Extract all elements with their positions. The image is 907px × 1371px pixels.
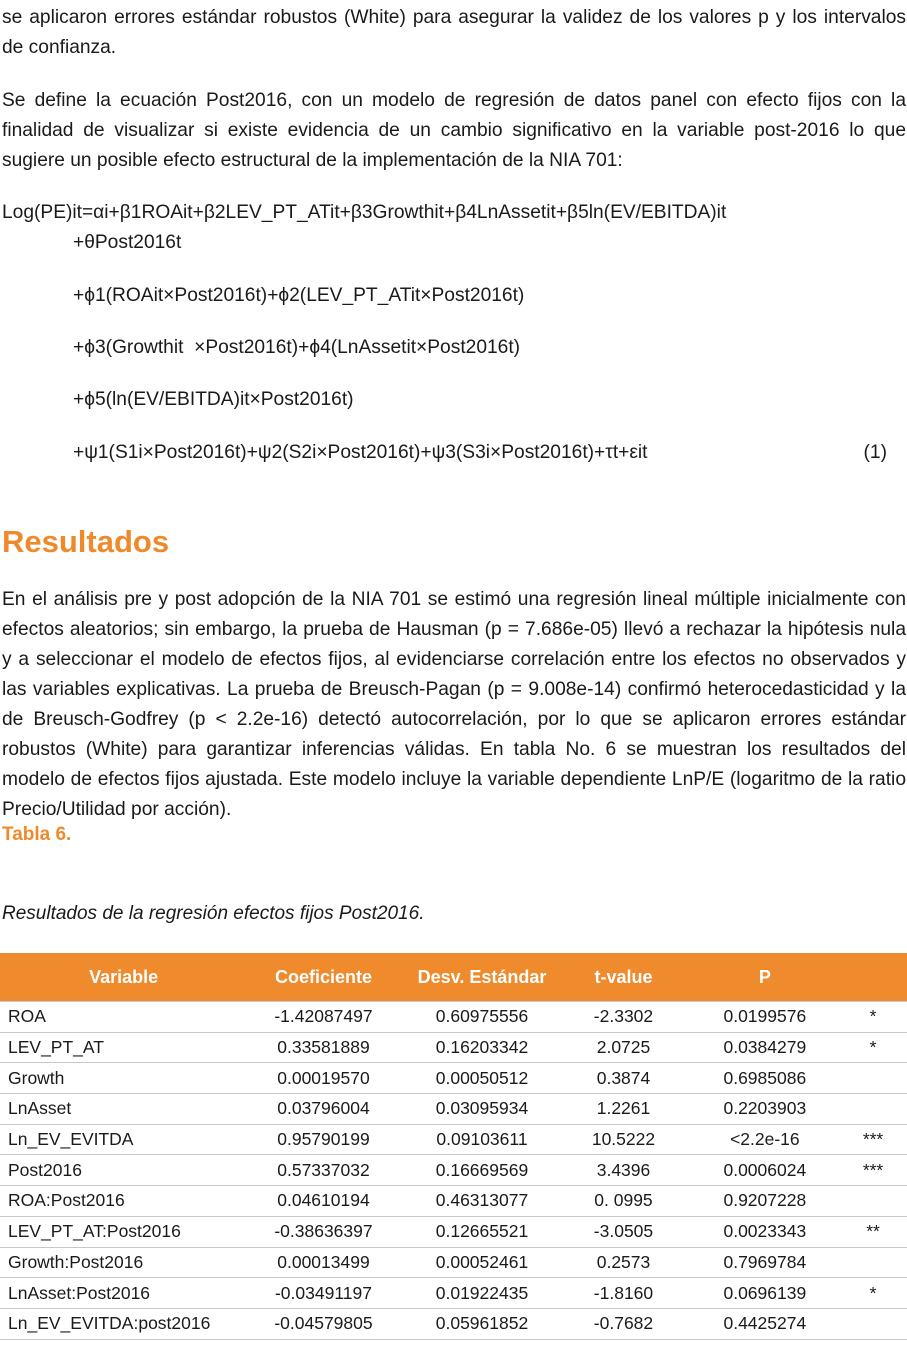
cell-variable: ROA:Post2016 [0, 1185, 240, 1217]
cell-std-error: 0.16203342 [407, 1032, 557, 1064]
equation-intro-paragraph: Se define la ecuación Post2016, con un m… [2, 90, 906, 171]
header-variable: Variable [0, 953, 240, 1002]
cell-coefficient: 0.57337032 [239, 1154, 408, 1187]
equation-line: +ψ1(S1i×Post2016t)+ψ2(S2i×Post2016t)+ψ3(… [73, 442, 648, 463]
intro-paragraph-tail: se aplicaron errores estándar robustos (… [2, 7, 906, 58]
cell-t-value: 0.2573 [556, 1247, 691, 1279]
cell-variable: LEV_PT_AT [0, 1032, 240, 1064]
table-row: ROA:Post2016 0.04610194 0.46313077 0. 09… [0, 1185, 907, 1217]
table-row: LEV_PT_AT 0.33581889 0.16203342 2.0725 0… [0, 1032, 907, 1064]
cell-p-value: 0.2203903 [690, 1093, 840, 1125]
cell-variable: Ln_EV_EVITDA:post2016 [0, 1308, 240, 1340]
equation-number: (1) [863, 442, 887, 463]
cell-p-value: 0.0006024 [690, 1154, 840, 1187]
cell-p-value: <2.2e-16 [690, 1124, 840, 1156]
results-paragraph: En el análisis pre y post adopción de la… [2, 589, 906, 820]
table-row: LnAsset:Post2016 -0.03491197 0.01922435 … [0, 1277, 907, 1309]
header-p: P [690, 953, 840, 1002]
cell-variable: Growth [0, 1062, 240, 1095]
cell-t-value: -2.3302 [556, 1001, 691, 1033]
header-desv-estandar: Desv. Estándar [407, 953, 557, 1002]
cell-std-error: 0.00050512 [407, 1062, 557, 1095]
table-row: Growth:Post2016 0.00013499 0.00052461 0.… [0, 1247, 907, 1279]
table-label: Tabla 6. [2, 824, 72, 845]
cell-t-value: 1.2261 [556, 1093, 691, 1125]
cell-std-error: 0.01922435 [407, 1277, 557, 1309]
cell-p-value: 0.7969784 [690, 1247, 840, 1279]
table-row: LEV_PT_AT:Post2016 -0.38636397 0.1266552… [0, 1216, 907, 1248]
cell-p-value: 0.0696139 [690, 1277, 840, 1309]
equation-line: +ϕ1(ROAit×Post2016t)+ϕ2(LEV_PT_ATit×Post… [73, 285, 525, 306]
table-row: Ln_EV_EVITDA:post2016 -0.04579805 0.0596… [0, 1308, 907, 1340]
cell-p-value: 0.0023343 [690, 1216, 840, 1248]
cell-std-error: 0.60975556 [407, 1001, 557, 1033]
cell-coefficient: -0.04579805 [239, 1308, 408, 1340]
equation-line: +θPost2016t [73, 232, 182, 253]
cell-variable: Growth:Post2016 [0, 1247, 240, 1279]
cell-significance [839, 1062, 907, 1095]
results-table: Variable Coeficiente Desv. Estándar t-va… [0, 953, 907, 1340]
cell-coefficient: -0.03491197 [239, 1277, 408, 1309]
cell-variable: Post2016 [0, 1154, 240, 1187]
table-header-row: Variable Coeficiente Desv. Estándar t-va… [0, 953, 907, 1002]
cell-std-error: 0.05961852 [407, 1308, 557, 1340]
cell-significance: * [839, 1001, 907, 1033]
cell-variable: LnAsset:Post2016 [0, 1277, 240, 1309]
cell-significance [839, 1185, 907, 1217]
equation-line: Log(PE)it=αi+β1ROAit+β2LEV_PT_ATit+β3Gro… [2, 202, 727, 223]
cell-coefficient: 0.00019570 [239, 1062, 408, 1095]
cell-t-value: 10.5222 [556, 1124, 691, 1156]
cell-p-value: 0.6985086 [690, 1062, 840, 1095]
table-row: ROA -1.42087497 0.60975556 -2.3302 0.019… [0, 1001, 907, 1033]
table-row: LnAsset 0.03796004 0.03095934 1.2261 0.2… [0, 1093, 907, 1125]
cell-t-value: 0.3874 [556, 1062, 691, 1095]
cell-variable: Ln_EV_EVITDA [0, 1124, 240, 1156]
cell-significance [839, 1247, 907, 1279]
cell-coefficient: 0.33581889 [239, 1032, 408, 1064]
cell-coefficient: 0.04610194 [239, 1185, 408, 1217]
cell-t-value: 0. 0995 [556, 1185, 691, 1217]
cell-significance: * [839, 1032, 907, 1064]
cell-t-value: -1.8160 [556, 1277, 691, 1309]
cell-t-value: -0.7682 [556, 1308, 691, 1340]
cell-p-value: 0.0384279 [690, 1032, 840, 1064]
header-t-value: t-value [556, 953, 691, 1002]
cell-p-value: 0.4425274 [690, 1308, 840, 1340]
cell-std-error: 0.12665521 [407, 1216, 557, 1248]
cell-p-value: 0.9207228 [690, 1185, 840, 1217]
equation-line: +ϕ3(Growthit ×Post2016t)+ϕ4(LnAssetit×Po… [73, 337, 521, 358]
cell-significance: *** [839, 1124, 907, 1156]
cell-significance: *** [839, 1154, 907, 1187]
cell-t-value: 3.4396 [556, 1154, 691, 1187]
cell-coefficient: 0.03796004 [239, 1093, 408, 1125]
cell-p-value: 0.0199576 [690, 1001, 840, 1033]
cell-variable: LEV_PT_AT:Post2016 [0, 1216, 240, 1248]
cell-std-error: 0.46313077 [407, 1185, 557, 1217]
cell-significance [839, 1093, 907, 1125]
header-significance [839, 953, 907, 1002]
cell-coefficient: -1.42087497 [239, 1001, 408, 1033]
cell-variable: ROA [0, 1001, 240, 1033]
header-coeficiente: Coeficiente [239, 953, 408, 1002]
table-row: Post2016 0.57337032 0.16669569 3.4396 0.… [0, 1154, 907, 1187]
table-caption: Resultados de la regresión efectos fijos… [2, 903, 425, 924]
cell-std-error: 0.09103611 [407, 1124, 557, 1156]
section-heading: Resultados [2, 524, 170, 559]
cell-std-error: 0.00052461 [407, 1247, 557, 1279]
cell-significance: * [839, 1277, 907, 1309]
cell-significance [839, 1308, 907, 1340]
cell-std-error: 0.16669569 [407, 1154, 557, 1187]
cell-variable: LnAsset [0, 1093, 240, 1125]
cell-std-error: 0.03095934 [407, 1093, 557, 1125]
cell-coefficient: 0.00013499 [239, 1247, 408, 1279]
equation-line: +ϕ5(ln(EV/EBITDA)it×Post2016t) [73, 389, 354, 410]
table-row: Ln_EV_EVITDA 0.95790199 0.09103611 10.52… [0, 1124, 907, 1156]
cell-coefficient: 0.95790199 [239, 1124, 408, 1156]
cell-t-value: -3.0505 [556, 1216, 691, 1248]
cell-significance: ** [839, 1216, 907, 1248]
cell-coefficient: -0.38636397 [239, 1216, 408, 1248]
cell-t-value: 2.0725 [556, 1032, 691, 1064]
table-row: Growth 0.00019570 0.00050512 0.3874 0.69… [0, 1062, 907, 1095]
